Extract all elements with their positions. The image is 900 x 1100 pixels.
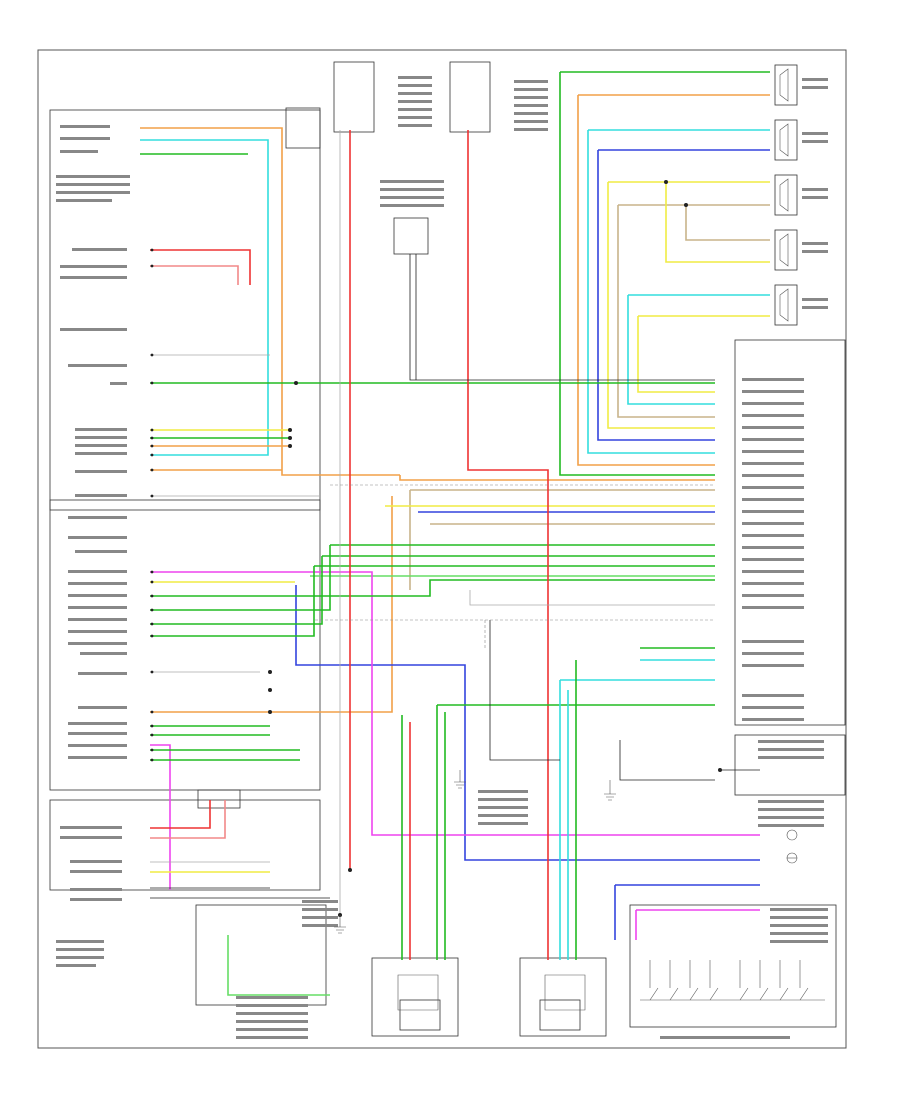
speaker-left-rear bbox=[774, 174, 798, 216]
amplifier-connector bbox=[734, 339, 846, 726]
wire-red-antenna bbox=[150, 800, 211, 829]
connector-pins bbox=[150, 180, 722, 917]
antenna-amp-module bbox=[195, 904, 327, 1006]
speaker-left-bottom bbox=[371, 957, 459, 1037]
wire-orange-cross-2 bbox=[150, 496, 393, 713]
wire-red-1 bbox=[150, 249, 251, 285]
small-box-1 bbox=[399, 999, 441, 1031]
wire-red-vertical-2 bbox=[467, 130, 549, 960]
wire-black-steering bbox=[409, 254, 715, 381]
wire-green-left-5 bbox=[150, 556, 323, 625]
speaker-right-bottom bbox=[519, 957, 607, 1037]
wire-ltgreen-antenna bbox=[227, 935, 330, 996]
speaker-left-front bbox=[774, 119, 798, 161]
wire-tan-2 bbox=[685, 205, 770, 241]
antenna-module bbox=[285, 107, 321, 149]
wire-magenta-lower bbox=[150, 744, 171, 890]
steering-wheel-switch bbox=[629, 904, 837, 1028]
right-lower-connector bbox=[734, 734, 846, 796]
radio-connector-left bbox=[49, 109, 321, 511]
wire-yellow-1-drop bbox=[607, 182, 715, 429]
speaker-right-rear bbox=[774, 229, 798, 271]
wire-tan-cross bbox=[409, 489, 715, 590]
wire-black-ground bbox=[489, 620, 560, 761]
wire-green-left-4 bbox=[150, 545, 331, 611]
wire-blue-cross bbox=[295, 585, 760, 861]
side-indicators bbox=[786, 829, 798, 864]
wire-pink-antenna bbox=[150, 800, 226, 839]
wire-gray-2 bbox=[469, 590, 715, 606]
component-boxes bbox=[49, 61, 846, 1037]
dashed-lines bbox=[315, 484, 715, 650]
wire-tan-1-drop bbox=[617, 205, 715, 418]
wire-green-top-drop bbox=[559, 72, 715, 476]
wire-cyan-lu bbox=[140, 139, 269, 456]
steering-module bbox=[393, 217, 429, 255]
wire-orange-lu bbox=[140, 127, 400, 476]
label-bars bbox=[56, 76, 828, 1039]
signal-wires bbox=[150, 130, 760, 915]
wire-yellow-3-drop bbox=[637, 316, 715, 393]
wire-blue-top-drop bbox=[597, 150, 715, 441]
ground-block bbox=[197, 789, 241, 809]
wire-magenta-main bbox=[150, 571, 760, 836]
left-junction-box bbox=[49, 799, 321, 891]
wire-green-left-6 bbox=[150, 566, 315, 637]
wire-orange-cross-1 bbox=[399, 475, 715, 481]
ground-symbols bbox=[334, 770, 616, 934]
wire-cyan-top-drop bbox=[587, 130, 715, 454]
speaker-right-front bbox=[774, 64, 798, 106]
wire-cyan-drop-right bbox=[559, 679, 715, 960]
wire-orange-top-drop bbox=[577, 95, 715, 466]
wire-cyan-2-drop bbox=[627, 295, 715, 405]
fuse-block-1 bbox=[333, 61, 375, 133]
wire-pink-1 bbox=[150, 265, 239, 285]
radio-connector-left-lower bbox=[49, 499, 321, 791]
speaker-symbols bbox=[397, 68, 789, 1011]
fuse-block-2 bbox=[449, 61, 491, 133]
diagram-border bbox=[37, 49, 847, 1049]
small-box-2 bbox=[539, 999, 581, 1031]
wires bbox=[140, 71, 770, 996]
switch-symbols bbox=[640, 960, 825, 1001]
speaker-center bbox=[774, 284, 798, 326]
wire-yellow-2 bbox=[665, 182, 770, 263]
wire-black-right bbox=[619, 740, 715, 781]
wire-green-left-3 bbox=[150, 579, 715, 597]
